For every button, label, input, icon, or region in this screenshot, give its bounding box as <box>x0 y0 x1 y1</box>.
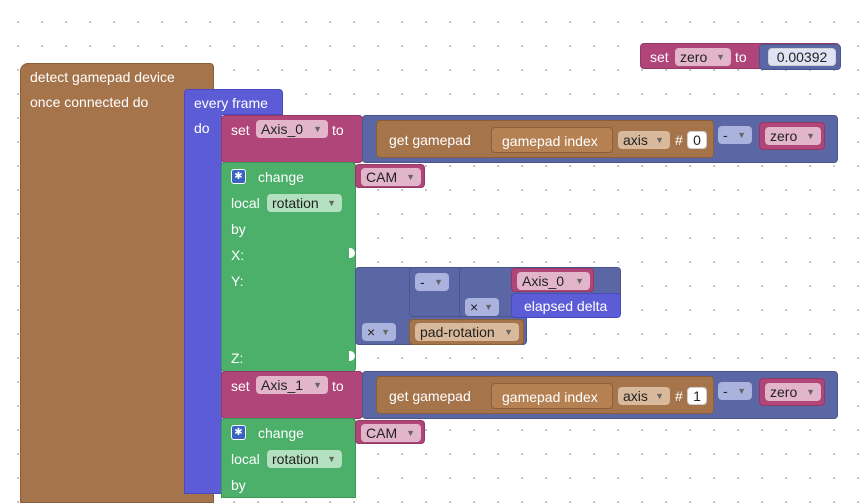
chevron-down-icon: ▼ <box>484 302 493 312</box>
axis-index-field[interactable]: 0 <box>687 131 707 149</box>
chevron-down-icon: ▼ <box>575 276 584 286</box>
minus-op-dropdown[interactable]: -▼ <box>718 382 752 400</box>
set-zero-block[interactable]: set zero▼ to 0.00392 <box>640 43 841 70</box>
rotation-dropdown[interactable]: rotation▼ <box>267 194 342 212</box>
axis-index-field[interactable]: 1 <box>687 387 707 405</box>
set-axis1-block[interactable]: set Axis_1▼ to <box>221 371 363 419</box>
z-input-socket[interactable] <box>349 351 355 361</box>
times-op-dropdown[interactable]: ×▼ <box>465 298 499 316</box>
hash-label: # <box>675 388 683 404</box>
change-rotation-block-2[interactable]: ✱ change local rotation▼ by <box>221 418 356 498</box>
chevron-down-icon: ▼ <box>716 52 725 62</box>
minus-op-dropdown[interactable]: -▼ <box>415 273 449 291</box>
axis1-var-dropdown[interactable]: Axis_1▼ <box>256 376 328 394</box>
change-rotation-block-1[interactable]: ✱ change local rotation▼ by X: Y: Z: <box>221 162 356 372</box>
detect-gamepad-block[interactable]: detect gamepad device once connected do <box>20 63 214 503</box>
gamepad-index-label: gamepad index <box>502 389 598 405</box>
by-label: by <box>231 477 246 493</box>
zero-var-block[interactable]: zero▼ <box>759 378 825 406</box>
gamepad-index-block[interactable]: gamepad index <box>491 127 613 153</box>
chevron-down-icon: ▼ <box>806 131 815 141</box>
cam-target-block-2[interactable]: CAM▼ <box>355 420 425 444</box>
chevron-down-icon: ▼ <box>327 454 336 464</box>
x-input-socket[interactable] <box>349 248 355 258</box>
do-label: do <box>194 120 210 136</box>
every-frame-label: every frame <box>194 95 268 111</box>
chevron-down-icon: ▼ <box>504 327 513 337</box>
chevron-down-icon: ▼ <box>737 386 746 396</box>
connected-label: once connected do <box>30 94 149 110</box>
chevron-down-icon: ▼ <box>434 277 443 287</box>
change-label: change <box>258 169 304 185</box>
gamepad-index-block[interactable]: gamepad index <box>491 383 613 409</box>
zero-var-dropdown[interactable]: zero▼ <box>765 383 821 401</box>
zero-var-block[interactable]: zero▼ <box>759 122 825 150</box>
x-label: X: <box>231 247 245 263</box>
pad-rotation-dropdown[interactable]: pad-rotation▼ <box>415 323 519 341</box>
gear-icon[interactable]: ✱ <box>231 169 246 184</box>
axis-dropdown[interactable]: axis▼ <box>618 131 670 149</box>
to-label: to <box>332 378 344 394</box>
local-label: local <box>231 451 260 467</box>
zero-var-dropdown[interactable]: zero▼ <box>675 48 731 66</box>
get-gamepad-block-1[interactable]: get gamepad gamepad index axis▼ # 1 <box>376 376 714 414</box>
rotation-dropdown[interactable]: rotation▼ <box>267 450 342 468</box>
chevron-down-icon: ▼ <box>327 198 336 208</box>
axis0-var-dropdown[interactable]: Axis_0▼ <box>256 120 328 138</box>
times-math-block-inner[interactable]: ×▼ <box>459 267 519 317</box>
to-label: to <box>735 49 747 65</box>
change-label: change <box>258 425 304 441</box>
axis0-var-dropdown[interactable]: Axis_0▼ <box>517 272 590 290</box>
chevron-down-icon: ▼ <box>737 130 746 140</box>
zero-var-dropdown[interactable]: zero▼ <box>765 127 821 145</box>
get-gamepad-label: get gamepad <box>389 388 471 404</box>
every-frame-block[interactable]: every frame <box>184 89 283 115</box>
chevron-down-icon: ▼ <box>655 135 664 145</box>
every-frame-do-column: do <box>184 114 222 494</box>
number-block: 0.00392 <box>759 44 841 70</box>
chevron-down-icon: ▼ <box>655 391 664 401</box>
cam-dropdown[interactable]: CAM▼ <box>361 424 421 442</box>
axis-dropdown[interactable]: axis▼ <box>618 387 670 405</box>
chevron-down-icon: ▼ <box>313 124 322 134</box>
set-label: set <box>231 122 250 138</box>
z-label: Z: <box>231 350 244 366</box>
set-axis0-block[interactable]: set Axis_0▼ to <box>221 115 363 163</box>
times-op-dropdown[interactable]: ×▼ <box>362 323 396 341</box>
chevron-down-icon: ▼ <box>406 428 415 438</box>
by-label: by <box>231 221 246 237</box>
pad-rotation-block[interactable]: pad-rotation▼ <box>409 319 524 345</box>
elapsed-delta-block[interactable]: elapsed delta <box>511 293 621 318</box>
hash-label: # <box>675 132 683 148</box>
y-label: Y: <box>231 273 244 289</box>
zero-value-field[interactable]: 0.00392 <box>768 48 836 66</box>
chevron-down-icon: ▼ <box>406 172 415 182</box>
elapsed-delta-label: elapsed delta <box>524 298 608 314</box>
cam-dropdown[interactable]: CAM▼ <box>361 168 421 186</box>
set-label: set <box>650 49 669 65</box>
gamepad-index-label: gamepad index <box>502 133 598 149</box>
chevron-down-icon: ▼ <box>381 327 390 337</box>
get-gamepad-label: get gamepad <box>389 132 471 148</box>
minus-op-dropdown[interactable]: -▼ <box>718 126 752 144</box>
to-label: to <box>332 122 344 138</box>
local-label: local <box>231 195 260 211</box>
gear-icon[interactable]: ✱ <box>231 425 246 440</box>
get-gamepad-block-0[interactable]: get gamepad gamepad index axis▼ # 0 <box>376 120 714 158</box>
detect-title: detect gamepad device <box>30 69 175 85</box>
chevron-down-icon: ▼ <box>806 387 815 397</box>
chevron-down-icon: ▼ <box>313 380 322 390</box>
set-label: set <box>231 378 250 394</box>
cam-target-block-1[interactable]: CAM▼ <box>355 164 425 188</box>
axis0-var-block[interactable]: Axis_0▼ <box>511 268 594 292</box>
